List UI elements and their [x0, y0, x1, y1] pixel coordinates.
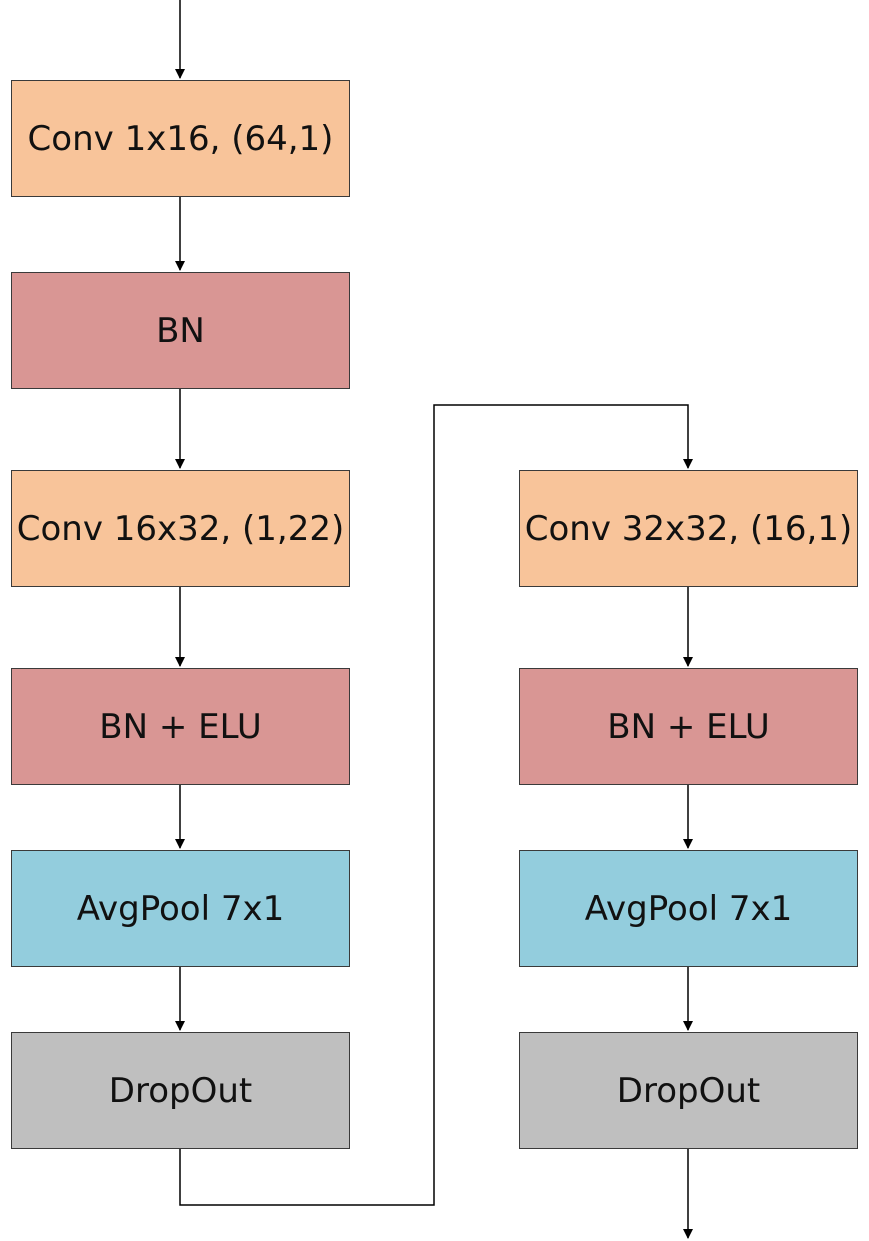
conv-16x32-block: Conv 16x32, (1,22) — [11, 470, 350, 587]
conv-32x32-block: Conv 32x32, (16,1) — [519, 470, 858, 587]
bn-elu-block-left: BN + ELU — [11, 668, 350, 785]
bridge-connector — [179, 404, 693, 1206]
conv-32x32-label: Conv 32x32, (16,1) — [524, 508, 853, 549]
dropout-label-right: DropOut — [616, 1070, 761, 1111]
bn-elu-label-right: BN + ELU — [607, 706, 770, 747]
conv-16x32-label: Conv 16x32, (1,22) — [16, 508, 345, 549]
avgpool-label-right: AvgPool 7x1 — [584, 888, 793, 929]
dropout-block-right: DropOut — [519, 1032, 858, 1149]
avgpool-block-left: AvgPool 7x1 — [11, 850, 350, 967]
bn-elu-label-left: BN + ELU — [99, 706, 262, 747]
dropout-block-left: DropOut — [11, 1032, 350, 1149]
bn-label: BN — [156, 310, 205, 351]
avgpool-block-right: AvgPool 7x1 — [519, 850, 858, 967]
bn-block: BN — [11, 272, 350, 389]
bn-elu-block-right: BN + ELU — [519, 668, 858, 785]
conv-1x16-label: Conv 1x16, (64,1) — [27, 118, 334, 159]
conv-1x16-block: Conv 1x16, (64,1) — [11, 80, 350, 197]
dropout-label-left: DropOut — [108, 1070, 253, 1111]
avgpool-label-left: AvgPool 7x1 — [76, 888, 285, 929]
